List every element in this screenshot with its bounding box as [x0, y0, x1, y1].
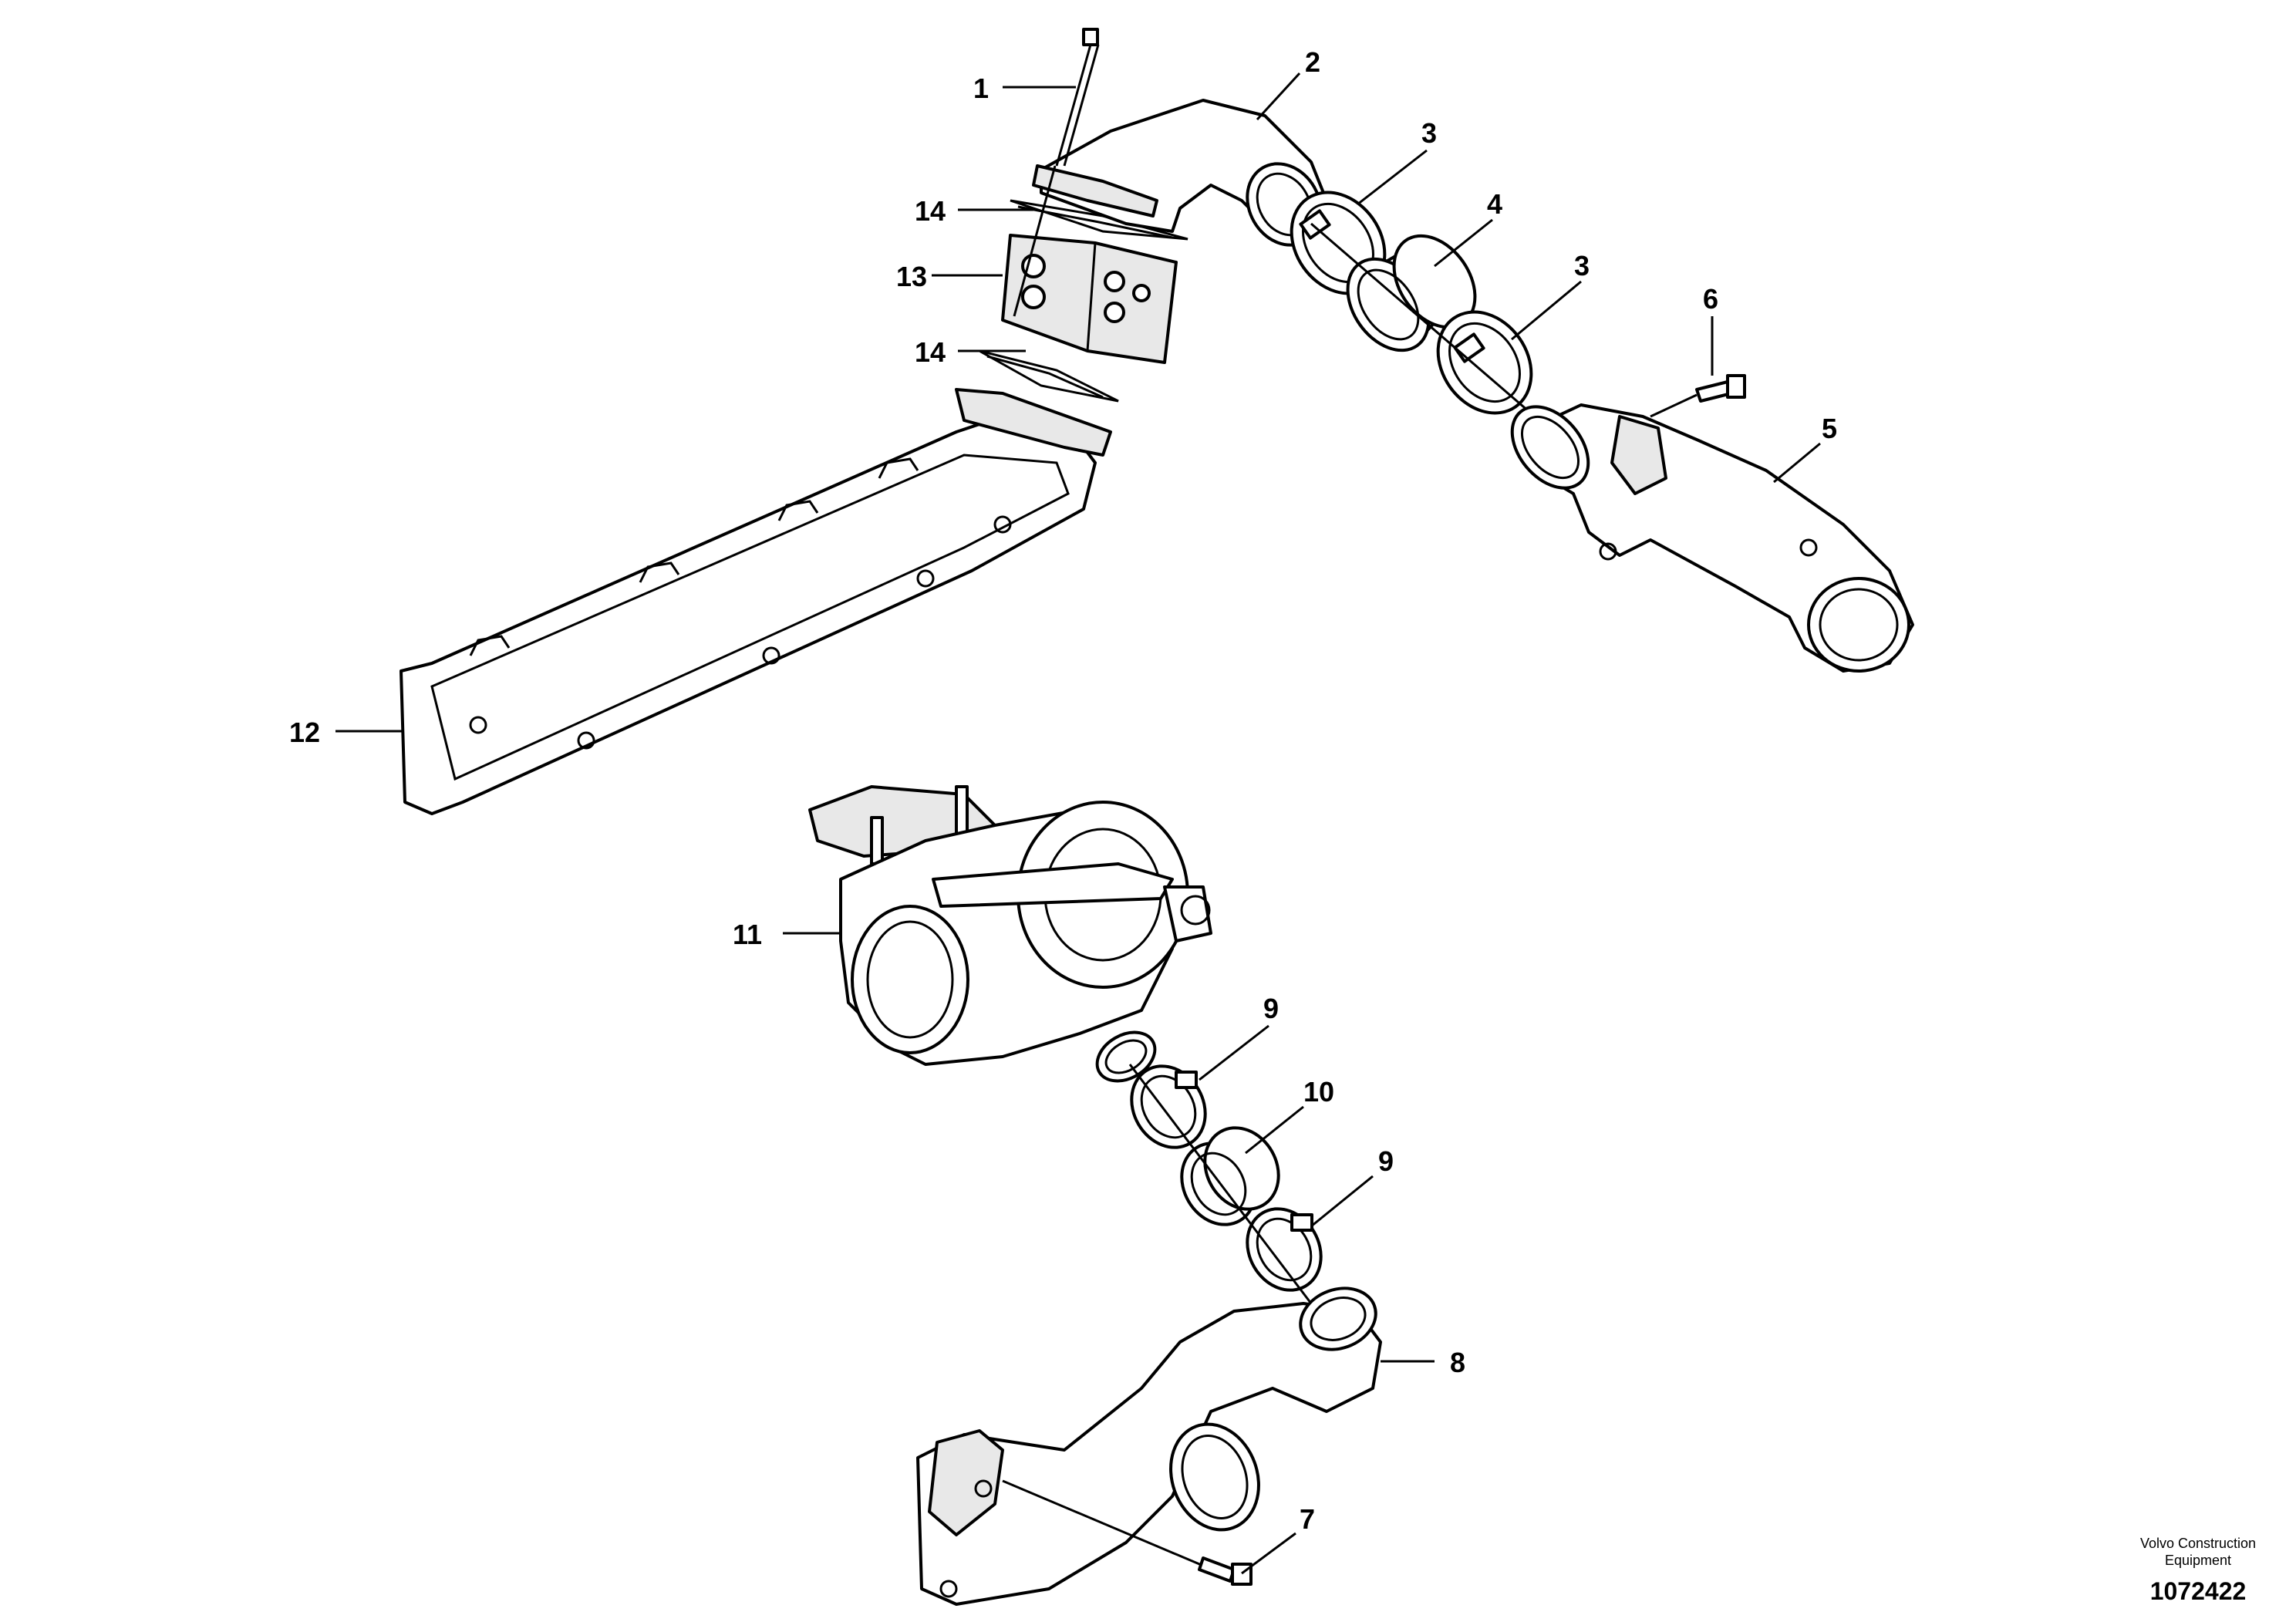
callout-11: 11 — [733, 919, 762, 950]
callout-5: 5 — [1822, 413, 1837, 444]
part-1-bolt — [1013, 28, 1100, 317]
callout-1: 1 — [973, 73, 989, 104]
assembly-axis-lower — [1128, 1064, 1313, 1304]
callout-8: 8 — [1450, 1347, 1465, 1378]
callout-6: 6 — [1703, 283, 1718, 315]
leader-lines — [335, 72, 1821, 1575]
part-11-turbocharger — [808, 785, 1212, 1083]
part-3-clamp-lower — [1436, 310, 1533, 415]
part-5-charge-air-pipe — [1510, 403, 1914, 673]
callout-3-lower: 3 — [1574, 250, 1590, 282]
part-7-bolt — [1002, 1479, 1253, 1586]
callout-labels: 1 2 3 4 3 6 5 14 13 14 12 11 9 10 9 8 7 — [289, 46, 1837, 1535]
part-2-elbow-pipe — [1032, 99, 1328, 247]
part-9-clamp-lower — [1246, 1207, 1323, 1292]
callout-9-upper: 9 — [1263, 993, 1279, 1024]
callout-10: 10 — [1303, 1076, 1334, 1108]
part-8-outlet-pipe — [916, 1286, 1382, 1606]
callout-14-upper: 14 — [915, 195, 946, 227]
callout-14-lower: 14 — [915, 336, 946, 368]
callout-3-upper: 3 — [1421, 117, 1437, 149]
part-6-bolt — [1650, 374, 1746, 418]
drawing-number: 1072422 — [2149, 1577, 2247, 1605]
callout-12: 12 — [289, 717, 320, 748]
callout-7: 7 — [1300, 1503, 1315, 1535]
callout-9-lower: 9 — [1378, 1145, 1394, 1177]
callout-4: 4 — [1487, 188, 1502, 220]
part-13-heater-block — [1001, 234, 1178, 364]
part-14-gasket-upper — [1010, 199, 1188, 241]
brand-line-1: Volvo Construction — [2139, 1536, 2257, 1551]
part-4-hose-sleeve — [1346, 234, 1477, 352]
assembly-axis-upper — [1310, 222, 1536, 418]
callout-13: 13 — [896, 261, 927, 292]
brand-line-2: Equipment — [2164, 1553, 2232, 1568]
part-14-gasket-lower — [979, 349, 1119, 403]
callout-2: 2 — [1305, 46, 1320, 78]
brand-block: Volvo Construction Equipment — [2113, 1535, 2283, 1569]
part-12-intake-manifold — [400, 388, 1112, 815]
